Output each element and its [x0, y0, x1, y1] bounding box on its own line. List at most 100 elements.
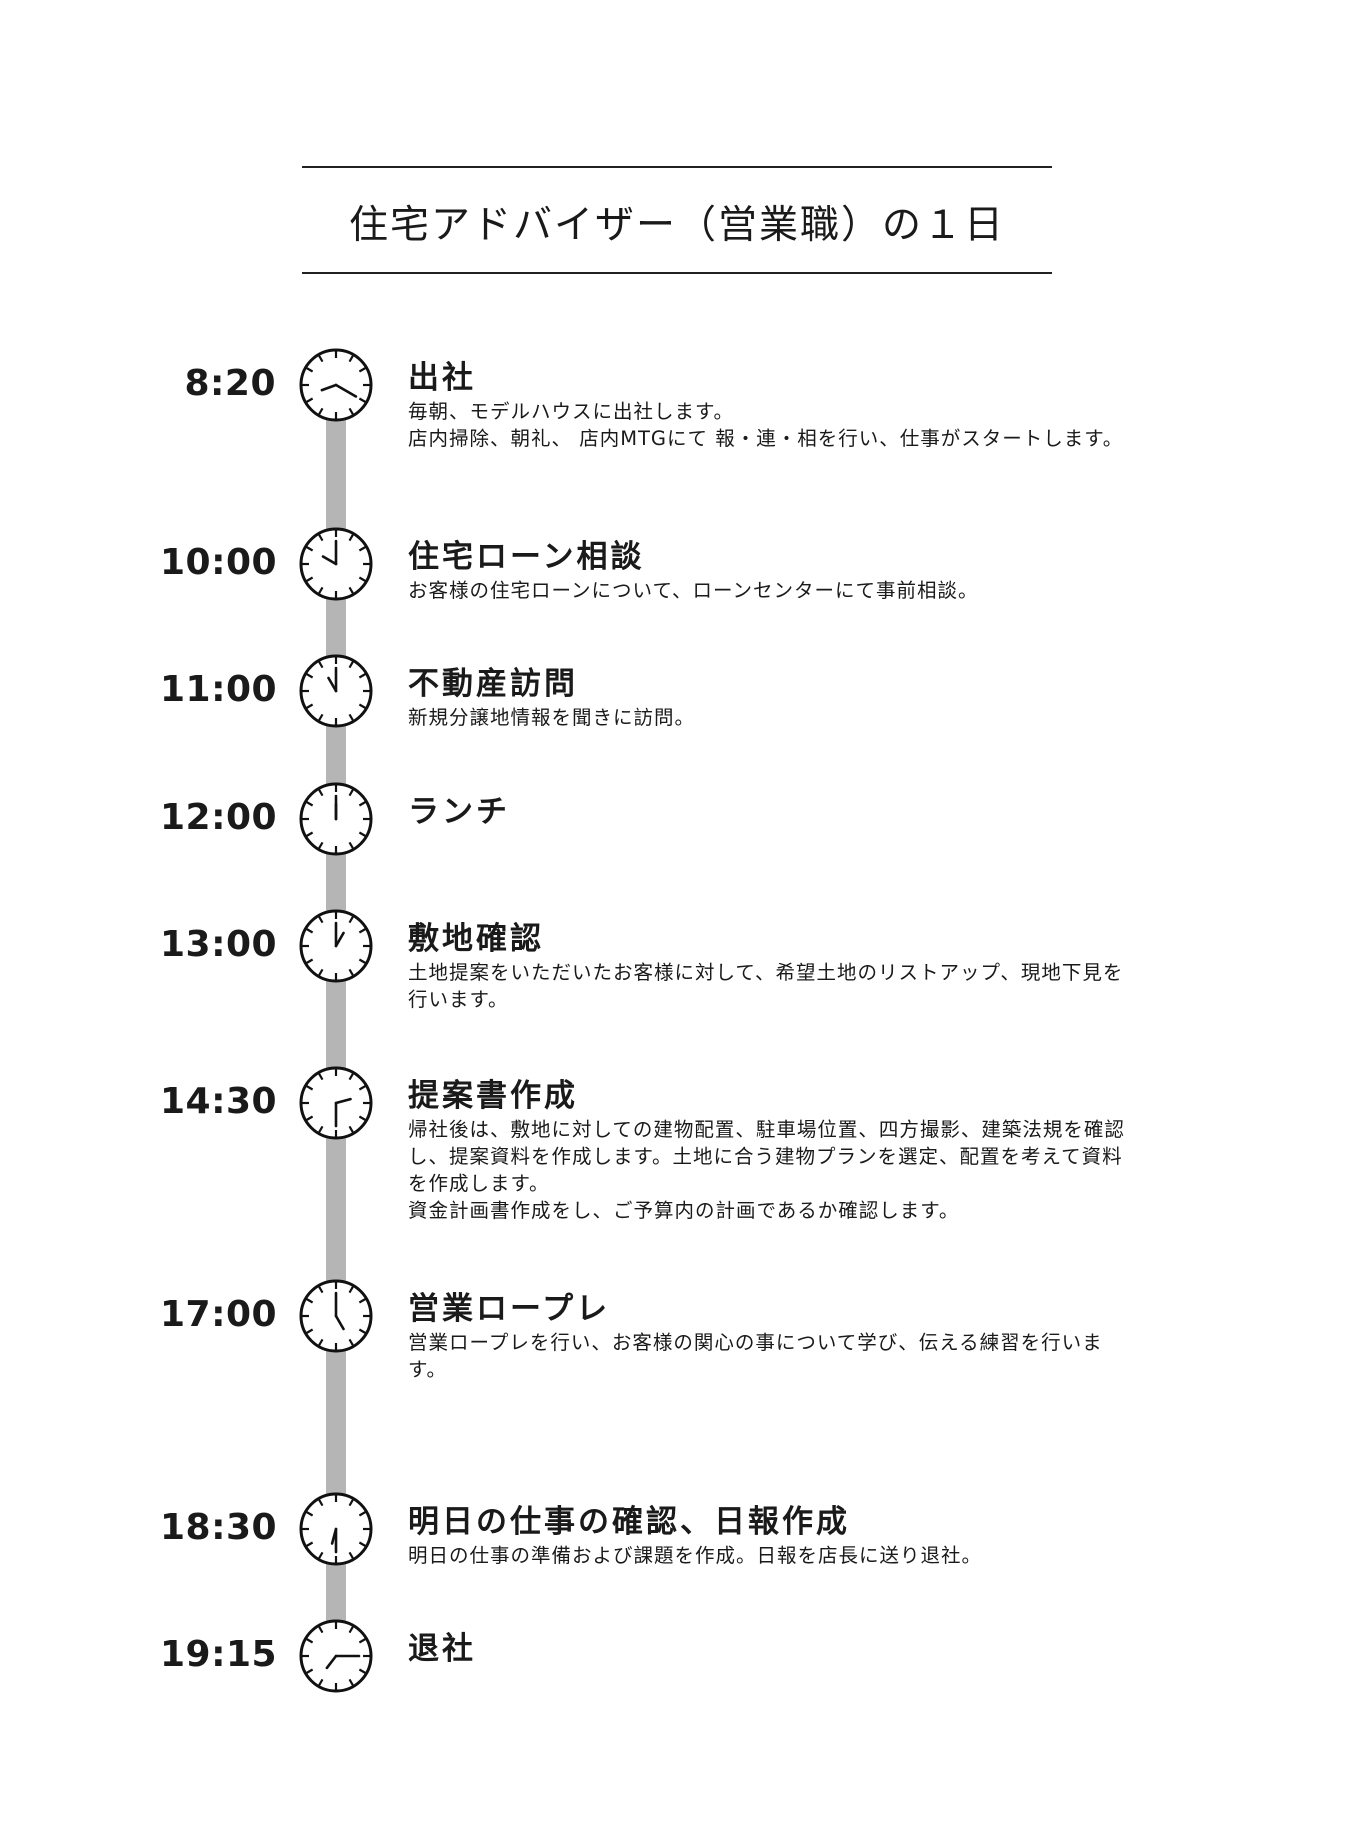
clock-tick — [348, 1285, 355, 1294]
clock-tick — [358, 1328, 367, 1335]
time-label: 14:30 — [160, 1081, 278, 1122]
clock-hour-hand — [320, 383, 338, 392]
clock-tick — [317, 1625, 324, 1634]
clock-tick — [305, 800, 314, 807]
clock-tick — [317, 586, 324, 595]
clock-tick — [305, 1084, 314, 1091]
clock-hour-hand — [321, 555, 338, 566]
clock-tick — [358, 1115, 367, 1122]
clock-tick — [348, 915, 355, 924]
clock-tick — [305, 576, 314, 583]
clock-tick — [317, 1285, 324, 1294]
clock-tick — [348, 1678, 355, 1687]
activity-heading: ランチ — [408, 794, 510, 830]
clock-tick — [348, 788, 355, 797]
clock-tick — [317, 1498, 324, 1507]
clock-tick — [358, 672, 367, 679]
activity-heading: 明日の仕事の確認、日報作成 — [408, 1504, 850, 1540]
clock-tick — [305, 1115, 314, 1122]
clock-icon — [299, 527, 373, 601]
time-label: 10:00 — [160, 542, 278, 583]
clock-tick — [317, 533, 324, 542]
time-label: 19:15 — [160, 1634, 278, 1675]
clock-tick — [358, 1510, 367, 1517]
title-rule-top — [302, 166, 1052, 168]
clock-tick — [305, 831, 314, 838]
clock-tick — [348, 407, 355, 416]
time-label: 13:00 — [160, 924, 278, 965]
clock-icon — [299, 1492, 373, 1566]
clock-tick — [317, 1125, 324, 1134]
clock-tick — [358, 366, 367, 373]
clock-tick — [305, 1297, 314, 1304]
clock-tick — [348, 586, 355, 595]
clock-tick — [305, 703, 314, 710]
clock-tick — [358, 800, 367, 807]
clock-tick — [348, 1072, 355, 1081]
clock-tick — [305, 545, 314, 552]
clock-tick — [317, 407, 324, 416]
clock-tick — [305, 958, 314, 965]
time-label: 11:00 — [160, 669, 278, 710]
clock-icon — [299, 1619, 373, 1693]
activity-description: 明日の仕事の準備および課題を作成。日報を店長に送り退社。 — [408, 1544, 983, 1567]
clock-icon — [299, 782, 373, 856]
clock-tick — [348, 1125, 355, 1134]
activity-description: 毎朝、モデルハウスに出社します。 店内掃除、朝礼、 店内MTGにて 報・連・相を… — [408, 400, 1124, 450]
activity-heading: 退社 — [408, 1631, 476, 1667]
clock-tick — [317, 1338, 324, 1347]
activity-heading: 住宅ローン相談 — [408, 539, 645, 575]
clock-tick — [317, 354, 324, 363]
clock-hour-hand — [325, 1654, 338, 1670]
clock-tick — [305, 1668, 314, 1675]
clock-tick — [317, 915, 324, 924]
clock-tick — [305, 927, 314, 934]
clock-tick — [358, 1084, 367, 1091]
clock-tick — [305, 1328, 314, 1335]
time-label: 17:00 — [160, 1294, 278, 1335]
clock-icon — [299, 654, 373, 728]
clock-tick — [358, 545, 367, 552]
time-label: 12:00 — [160, 797, 278, 838]
clock-tick — [348, 660, 355, 669]
clock-hour-hand — [334, 1097, 352, 1105]
activity-description: 帰社後は、敷地に対しての建物配置、駐車場位置、四方撮影、建築法規を確認 し、提案… — [408, 1118, 1125, 1222]
activity-heading: 営業ロープレ — [408, 1291, 611, 1327]
clock-tick — [317, 660, 324, 669]
clock-tick — [305, 1541, 314, 1548]
clock-tick — [317, 713, 324, 722]
clock-tick — [358, 1637, 367, 1644]
clock-tick — [358, 1297, 367, 1304]
clock-tick — [348, 1498, 355, 1507]
clock-tick — [317, 841, 324, 850]
clock-tick — [358, 1668, 367, 1675]
clock-tick — [305, 397, 314, 404]
clock-tick — [358, 831, 367, 838]
activity-description: 土地提案をいただいたお客様に対して、希望土地のリストアップ、現地下見を 行います… — [408, 961, 1124, 1011]
time-label: 18:30 — [160, 1507, 278, 1548]
clock-tick — [358, 576, 367, 583]
clock-minute-hand — [334, 383, 358, 398]
clock-tick — [358, 397, 367, 404]
clock-tick — [348, 1338, 355, 1347]
clock-tick — [317, 1678, 324, 1687]
activity-heading: 提案書作成 — [408, 1078, 578, 1114]
clock-tick — [348, 1551, 355, 1560]
clock-tick — [348, 354, 355, 363]
time-label: 8:20 — [184, 363, 276, 404]
activity-description: お客様の住宅ローンについて、ローンセンターにて事前相談。 — [408, 579, 979, 602]
activity-heading: 不動産訪問 — [408, 666, 578, 702]
clock-tick — [305, 366, 314, 373]
activity-description: 新規分譲地情報を聞きに訪問。 — [408, 706, 696, 729]
clock-tick — [317, 1551, 324, 1560]
title-rule-bottom — [302, 272, 1052, 274]
clock-tick — [317, 788, 324, 797]
clock-tick — [358, 703, 367, 710]
clock-tick — [348, 968, 355, 977]
activity-heading: 出社 — [408, 360, 476, 396]
clock-tick — [358, 958, 367, 965]
clock-tick — [348, 1625, 355, 1634]
clock-icon — [299, 348, 373, 422]
clock-tick — [305, 1510, 314, 1517]
clock-tick — [358, 927, 367, 934]
